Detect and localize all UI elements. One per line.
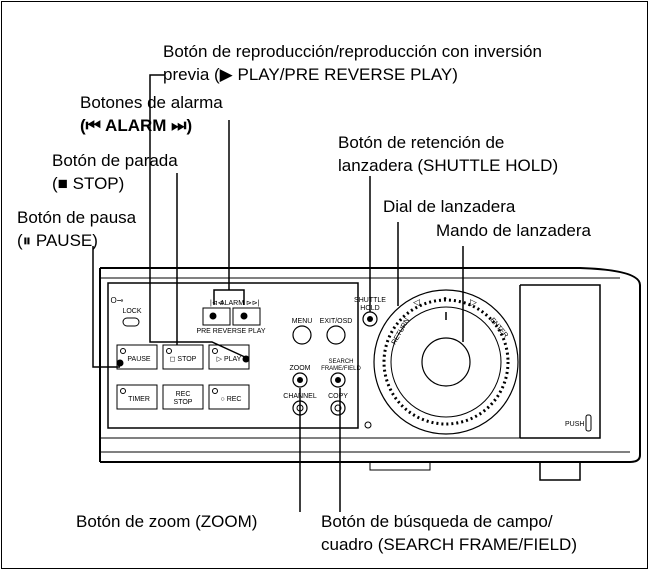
callout-zoom-line1: Botón de zoom (ZOOM) [76, 512, 258, 531]
callout-shuttle-dial: Dial de lanzadera [383, 195, 515, 218]
callout-alarm-buttons: Botones de alarma (⏮ ALARM ⏭) [80, 91, 223, 137]
enter-label: ENTER [488, 317, 509, 340]
callout-zoom-button: Botón de zoom (ZOOM) [76, 510, 257, 533]
leader-lines [92, 74, 464, 512]
push-tab: PUSH [565, 414, 592, 432]
callout-alarm-line2: (⏮ ALARM ⏭) [80, 116, 193, 135]
play-label: ▷ PLAY [217, 356, 242, 363]
rec-label: ○ REC [221, 396, 242, 403]
lock-switch[interactable] [122, 317, 140, 327]
rec-stop-label-1: REC [176, 391, 191, 398]
search-frame-field-button[interactable] [330, 372, 346, 388]
svg-text:▷: ▷ [470, 297, 477, 307]
shuttle-knob[interactable] [421, 337, 471, 387]
menu-label: MENU [292, 318, 313, 325]
front-panel [99, 267, 641, 481]
stop-button[interactable] [162, 344, 204, 370]
push-label: PUSH [565, 421, 584, 428]
callout-shuttle-knob-line1: Mando de lanzadera [436, 221, 592, 240]
callout-stop-line2: (■ STOP) [52, 174, 125, 193]
shuttle-dial: RETURN ENTER ◁ ▷ ● [373, 289, 519, 435]
callout-shuttle-knob: Mando de lanzadera [436, 219, 591, 242]
callout-play-line1: Botón de reproducción/reproducción con i… [163, 42, 542, 61]
svg-text:⊳⊳|: ⊳⊳| [246, 300, 260, 307]
exit-osd-label: EXIT/OSD [320, 318, 353, 325]
transport-row-1: PAUSE ◻ STOP ▷ PLAY [116, 344, 250, 370]
menu-button[interactable] [292, 325, 312, 345]
search-label-2: FRAME/FIELD [321, 366, 361, 372]
rec-stop-label-2: STOP [174, 399, 193, 406]
copy-button[interactable] [330, 400, 346, 416]
rec-stop-button[interactable] [162, 384, 204, 410]
pre-reverse-play-label: PRE REVERSE PLAY [196, 328, 265, 335]
lock-label: LOCK [122, 308, 141, 315]
stop-label: ◻ STOP [170, 356, 197, 363]
alarm-buttons: |⊲⊲ ALARM ⊳⊳| PRE REVERSE PLAY [196, 300, 265, 335]
alarm-prev-button[interactable] [202, 307, 231, 326]
timer-label: TIMER [128, 396, 150, 403]
callout-search-line1: Botón de búsqueda de campo/ [321, 512, 553, 531]
callout-shuttle-hold-line1: Botón de retención de [338, 133, 505, 152]
callout-pause-button: Botón de pausa (⏸ PAUSE) [17, 206, 136, 252]
lock-indicator: O⊸ LOCK [111, 296, 142, 327]
callout-shuttle-dial-line1: Dial de lanzadera [383, 197, 516, 216]
callout-alarm-line1: Botones de alarma [80, 93, 223, 112]
return-label: RETURN [391, 317, 412, 346]
pause-label: PAUSE [127, 356, 151, 363]
search-label-1: SEARCH [328, 359, 353, 365]
transport-row-2: TIMER REC STOP ○ REC [116, 384, 250, 410]
callout-search-button: Botón de búsqueda de campo/ cuadro (SEAR… [321, 510, 577, 556]
pause-button[interactable] [116, 344, 158, 370]
alarm-next-button[interactable] [232, 307, 261, 326]
callout-play-line2: previa (▶ PLAY/PRE REVERSE PLAY) [163, 65, 458, 84]
callout-pause-line1: Botón de pausa [17, 208, 137, 227]
callout-play-button: Botón de reproducción/reproducción con i… [163, 40, 542, 86]
callout-stop-line1: Botón de parada [52, 151, 178, 170]
timer-button[interactable] [116, 384, 158, 410]
callout-shuttle-hold-line2: lanzadera (SHUTTLE HOLD) [338, 156, 559, 175]
callout-stop-button: Botón de parada (■ STOP) [52, 149, 178, 195]
callout-search-line2: cuadro (SEARCH FRAME/FIELD) [321, 535, 577, 554]
callout-pause-line2: (⏸ PAUSE) [17, 231, 98, 250]
svg-text:|⊲⊲: |⊲⊲ [210, 300, 224, 307]
svg-text:●: ● [443, 296, 447, 302]
zoom-button[interactable] [292, 372, 308, 388]
zoom-label: ZOOM [290, 365, 311, 372]
alarm-label: ALARM [220, 300, 244, 307]
svg-text:O⊸: O⊸ [111, 296, 124, 305]
copy-label: COPY [328, 393, 348, 400]
rec-button[interactable] [208, 384, 250, 410]
callout-shuttle-hold: Botón de retención de lanzadera (SHUTTLE… [338, 131, 558, 177]
exit-osd-button[interactable] [326, 325, 346, 345]
shuttle-dial-ring[interactable] [382, 298, 510, 426]
play-button[interactable] [208, 344, 250, 370]
svg-text:◁: ◁ [413, 297, 420, 307]
